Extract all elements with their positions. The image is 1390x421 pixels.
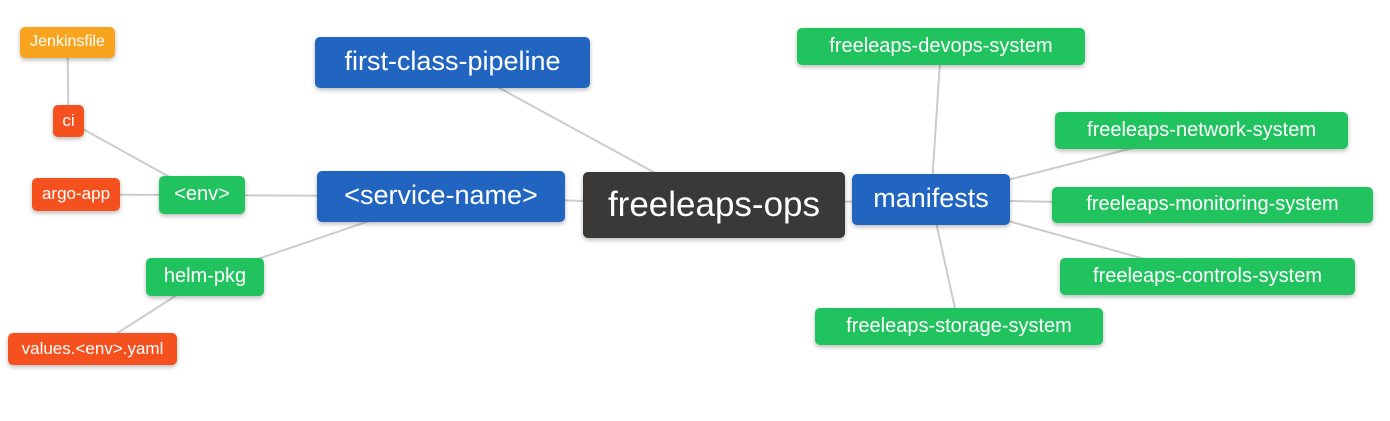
node-freeleaps-storage-system[interactable]: freeleaps-storage-system (815, 308, 1103, 345)
node-freeleaps-devops-system[interactable]: freeleaps-devops-system (797, 28, 1085, 65)
node-service-name[interactable]: <service-name> (317, 171, 565, 222)
node-env[interactable]: <env> (159, 176, 245, 214)
node-values-env-yaml[interactable]: values.<env>.yaml (8, 333, 177, 365)
node-freeleaps-network-system[interactable]: freeleaps-network-system (1055, 112, 1348, 149)
node-first-class-pipeline[interactable]: first-class-pipeline (315, 37, 590, 88)
node-helm-pkg[interactable]: helm-pkg (146, 258, 264, 296)
node-freeleaps-ops[interactable]: freeleaps-ops (583, 172, 845, 238)
node-freeleaps-controls-system[interactable]: freeleaps-controls-system (1060, 258, 1355, 295)
node-jenkinsfile[interactable]: Jenkinsfile (20, 27, 115, 58)
node-ci[interactable]: ci (53, 105, 84, 137)
node-manifests[interactable]: manifests (852, 174, 1010, 225)
node-freeleaps-monitoring-system[interactable]: freeleaps-monitoring-system (1052, 187, 1373, 223)
node-argo-app[interactable]: argo-app (32, 178, 120, 211)
